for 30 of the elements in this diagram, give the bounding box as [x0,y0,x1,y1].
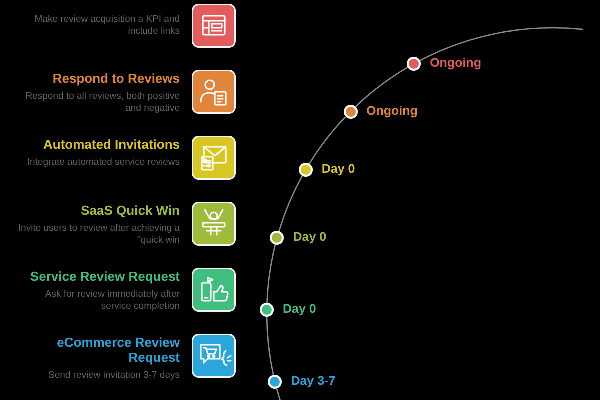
step-description: Integrate automated service reviews [26,157,180,169]
timeline-line [420,27,584,62]
timing-label: Ongoing [366,104,418,119]
timing-label: Day 0 [322,162,356,177]
timeline-line [276,388,282,400]
step-description: Invite users to review after achieving a "quick win [18,223,180,247]
timing-label: Day 0 [293,230,327,245]
step-title: Automated Invitations [42,137,180,152]
timeline-line [278,176,304,232]
timeline-dot [268,375,282,389]
timeline-dot [270,231,284,245]
timeline-line [355,66,408,108]
step-description: Ask for review immediately after service completion [44,289,180,313]
step-description: Make review acquisition a KPI and include links [34,14,180,38]
step-title: eCommerce Review Request [56,335,180,365]
timeline-line [308,116,346,164]
step-description: Respond to all reviews, both positive and negative [24,91,180,115]
step-title: Respond to Reviews [52,71,180,86]
timeline-dot [298,163,313,177]
timeline-dot [407,57,422,71]
timeline-dot [344,105,358,119]
timing-label: Day 3-7 [291,374,336,389]
timeline-line [266,316,274,376]
step-description: Send review invitation 3-7 days [48,370,180,382]
timeline-dot [260,303,274,317]
step-title: Service Review Request [29,269,180,284]
step-title: SaaS Quick Win [80,203,180,218]
timing-label: Ongoing [430,56,482,71]
timing-label: Day 0 [283,302,316,317]
timeline-line [266,244,276,304]
